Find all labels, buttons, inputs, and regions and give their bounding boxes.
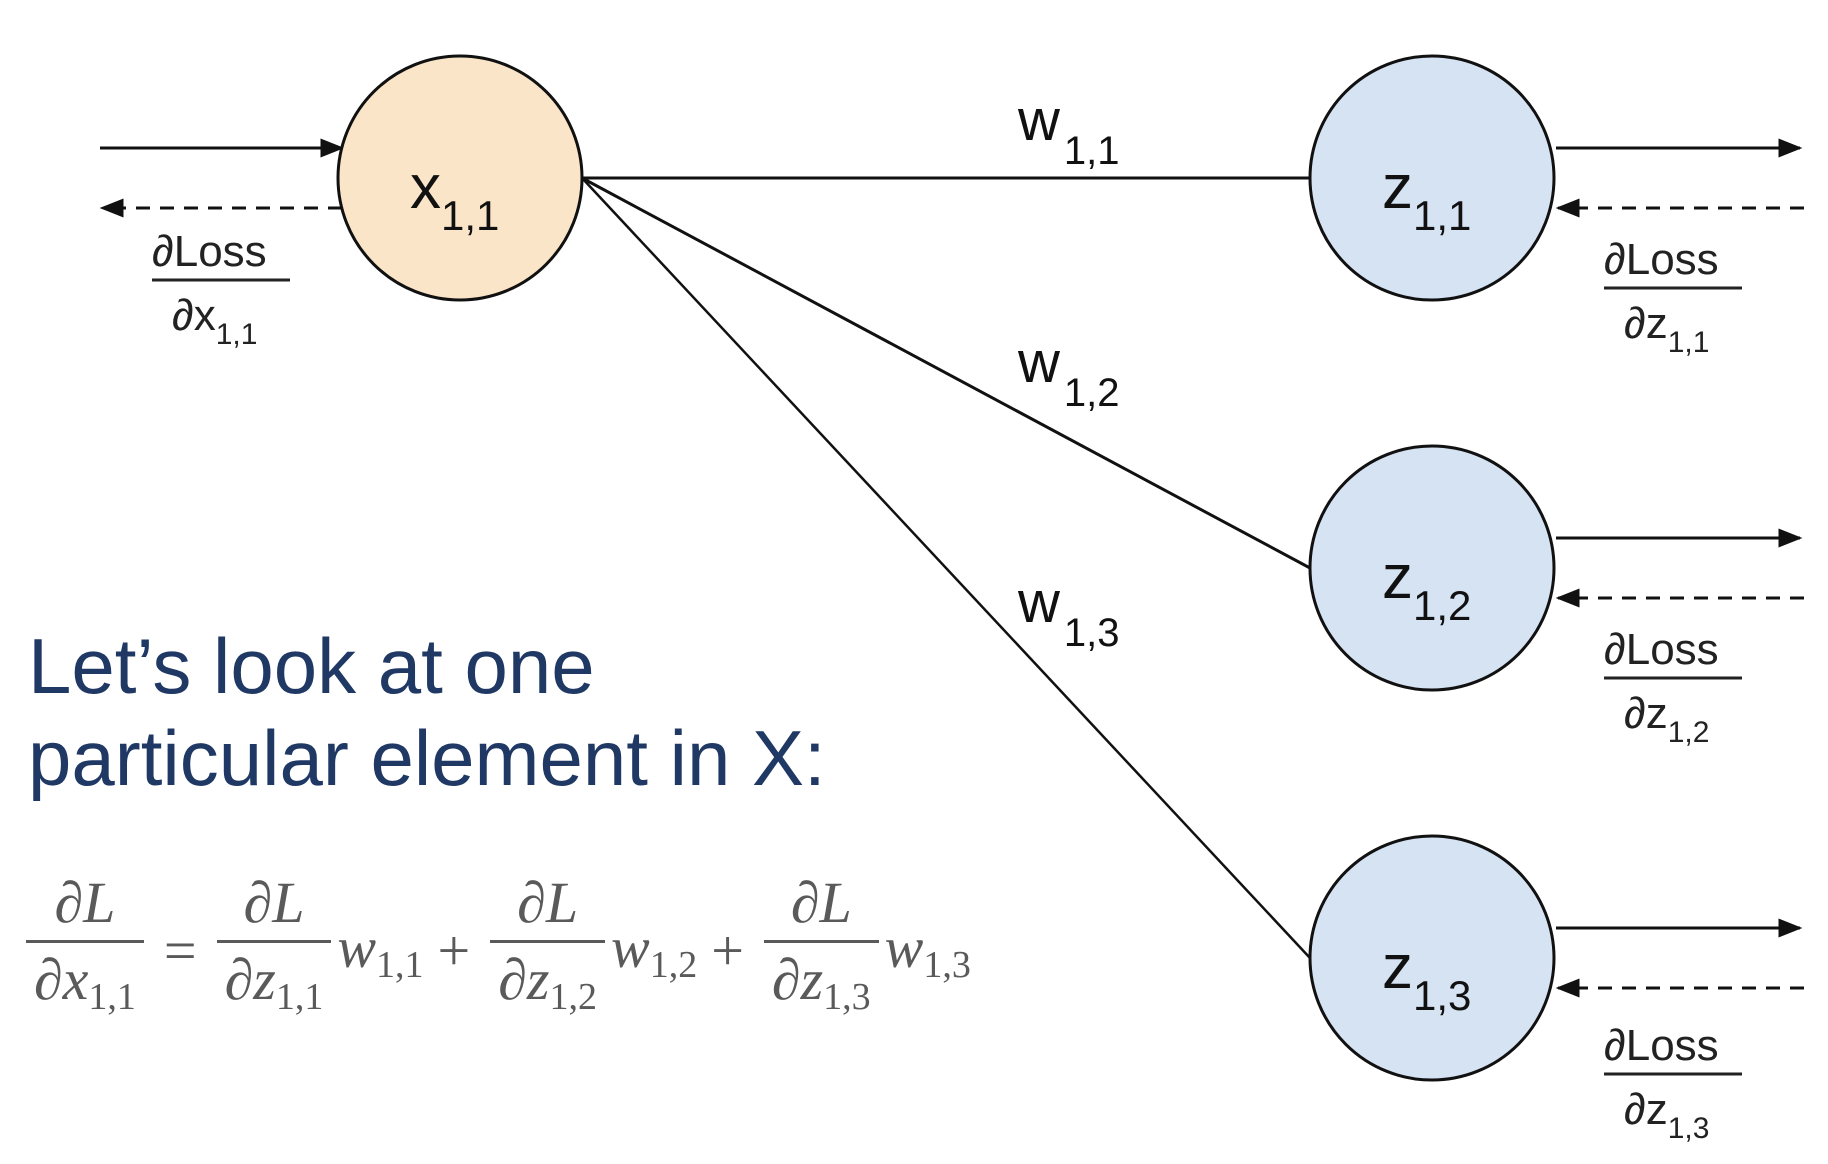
lhs-den: ∂x1,1 [34,947,136,1018]
term3-num: ∂L [790,870,852,935]
node-z3: z1,3 [1308,834,1556,1082]
term1-weight: w1,1 [337,914,424,986]
edge-x-z2 [581,176,1311,570]
term3-weight: w1,3 [884,914,971,986]
grad-z1-num: ∂Loss [1604,235,1719,284]
node-z2-letter: z [1382,543,1413,612]
grad-label-z1: ∂Loss ∂z1,1 [1604,235,1742,359]
term2-frac: ∂L ∂z1,2 [490,866,605,1034]
equals-sign: = [163,917,197,983]
chain-rule-equation: ∂L ∂x1,1 = ∂L ∂z1,1 w1,1 + ∂L ∂z1,2 w1,2… [20,866,971,1034]
svg-text:z1,2: z1,2 [1382,543,1471,629]
node-z1-letter: z [1382,153,1413,222]
lhs-bar [26,940,144,943]
lhs-num: ∂L [54,870,116,935]
grad-x-num: ∂Loss [152,227,267,276]
term3-frac: ∂L ∂z1,3 [763,866,879,1034]
plus-sign-1: + [437,917,471,983]
term1-num: ∂L [243,870,305,935]
term1-frac: ∂L ∂z1,1 [216,866,332,1034]
term3-den: ∂z1,3 [771,947,871,1018]
term2-den: ∂z1,2 [498,947,597,1018]
term2-bar [490,940,605,943]
svg-text:z1,3: z1,3 [1382,933,1471,1019]
node-x: x1,1 [336,54,584,302]
term3-bar [763,940,879,943]
node-x-sub: 1,1 [441,192,499,239]
grad-z3-num: ∂Loss [1604,1021,1719,1070]
node-z3-letter: z [1382,933,1413,1002]
headline-line2: particular element in X: [28,714,826,802]
grad-label-z3: ∂Loss ∂z1,3 [1604,1021,1742,1145]
node-z3-sub: 1,3 [1413,972,1471,1019]
term1-den: ∂z1,1 [224,947,324,1018]
node-z2-sub: 1,2 [1413,582,1471,629]
node-z1-sub: 1,1 [1413,192,1471,239]
svg-text:x1,1: x1,1 [410,153,499,239]
plus-sign-2: + [711,917,744,983]
edge-x-z3 [581,177,1311,959]
term1-bar [216,940,332,943]
headline: Let’s look at one particular element in … [28,620,826,804]
node-z2: z1,2 [1308,444,1556,692]
grad-x-den: ∂x1,1 [172,291,257,351]
grad-z2-num: ∂Loss [1604,625,1719,674]
term2-weight: w1,2 [611,914,698,986]
grad-z2-den: ∂z1,2 [1624,689,1709,749]
node-x-letter: x [410,153,441,222]
grad-z3-den: ∂z1,3 [1624,1085,1709,1145]
term2-num: ∂L [517,870,579,935]
equation-lhs: ∂L ∂x1,1 [26,866,144,1034]
grad-label-x: ∂Loss ∂x1,1 [152,227,290,351]
node-z1: z1,1 [1308,54,1556,302]
grad-z1-den: ∂z1,1 [1624,299,1709,359]
svg-text:z1,1: z1,1 [1382,153,1471,239]
grad-label-z2: ∂Loss ∂z1,2 [1604,625,1742,749]
headline-line1: Let’s look at one [28,622,595,710]
